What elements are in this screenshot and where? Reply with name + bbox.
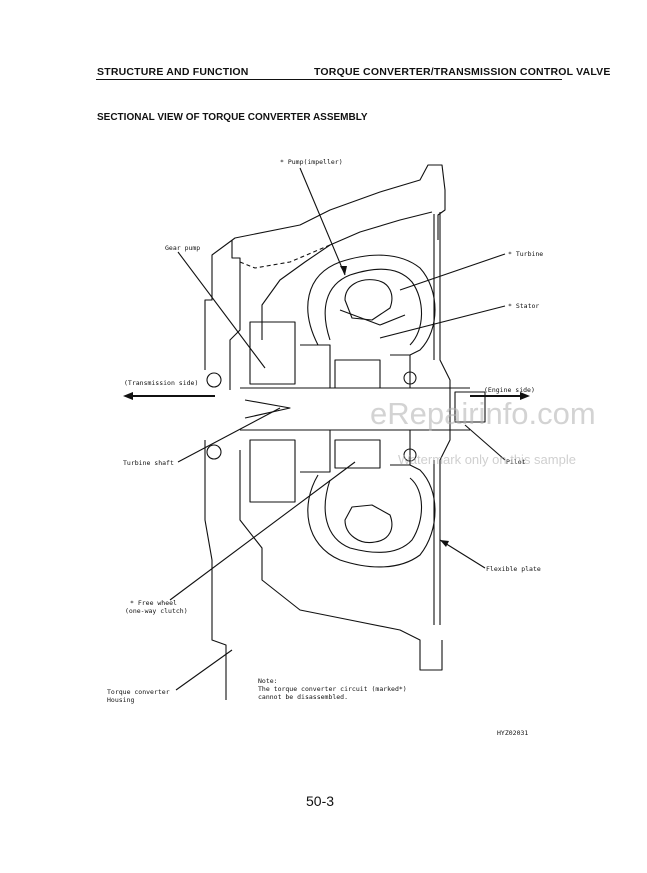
- upper-clutch: [334, 359, 381, 389]
- bearing-left-upper: [206, 372, 222, 388]
- label-housing: Housing: [107, 696, 135, 704]
- lower-clutch: [334, 439, 381, 469]
- label-flexible-plate: Flexible plate: [486, 565, 541, 573]
- watermark-sub: Watermark only on this sample: [398, 452, 576, 467]
- label-gear-pump: Gear pump: [165, 244, 201, 252]
- page-title: SECTIONAL VIEW OF TORQUE CONVERTER ASSEM…: [97, 112, 368, 123]
- header-topic-title: TORQUE CONVERTER/TRANSMISSION CONTROL VA…: [314, 66, 611, 78]
- housing-dashed: [239, 244, 331, 269]
- housing-left-wall: [229, 240, 241, 390]
- housing-upper-outline: [204, 164, 446, 370]
- lower-core: [344, 504, 393, 544]
- note-heading: Note:: [258, 677, 278, 685]
- label-turbine-shaft: Turbine shaft: [123, 459, 174, 467]
- header-rule: [96, 79, 562, 80]
- leader-gear-pump: [177, 251, 266, 369]
- leader-arrowhead-pump: [340, 266, 347, 275]
- label-torque-converter: Torque converter: [107, 688, 170, 696]
- housing-inner-upper: [261, 211, 433, 340]
- leader-housing: [175, 649, 233, 691]
- leader-turbine: [399, 253, 506, 291]
- upper-hub-block: [249, 321, 296, 385]
- header-section-title: STRUCTURE AND FUNCTION: [97, 66, 249, 78]
- figure-code: HYZ02031: [497, 729, 529, 737]
- upper-core: [344, 279, 393, 321]
- lower-plate: [300, 430, 411, 473]
- leader-turbine-shaft: [177, 407, 281, 463]
- label-free-wheel: * Free wheel: [130, 599, 177, 607]
- page-number: 50-3: [306, 793, 335, 809]
- note-line-2: cannot be disassembled.: [258, 693, 349, 701]
- watermark-main: eRepairinfo.com: [370, 396, 596, 431]
- leader-free-wheel: [169, 461, 356, 601]
- note-line-1: The torque converter circuit (marked*): [258, 685, 407, 693]
- upper-blade: [339, 309, 406, 326]
- label-one-way-clutch: (one-way clutch): [125, 607, 188, 615]
- lower-torus-inner: [324, 477, 423, 553]
- upper-torus-outer: [307, 254, 436, 356]
- shaft-taper: [244, 399, 291, 419]
- label-stator: * Stator: [508, 302, 540, 310]
- flexible-plate-line: [439, 212, 451, 625]
- lower-hub-block: [249, 439, 296, 503]
- leader-flexible-plate: [439, 539, 486, 569]
- bearing-right-lower: [403, 448, 417, 462]
- leader-stator: [379, 305, 506, 339]
- bearing-left-lower: [206, 444, 222, 460]
- upper-torus-inner: [324, 268, 423, 346]
- label-transmission-side: (Transmission side): [124, 379, 199, 387]
- bearing-right-upper: [403, 371, 417, 385]
- label-pilot: Pilot: [506, 458, 526, 466]
- label-engine-side: (Engine side): [484, 386, 535, 394]
- housing-lower-inner: [239, 450, 443, 671]
- arrow-transmission-side: [123, 392, 215, 400]
- arrow-engine-side: [470, 392, 530, 400]
- leader-arrowhead-flex: [440, 540, 449, 547]
- upper-plate: [300, 344, 411, 388]
- leader-pilot: [464, 424, 506, 461]
- label-turbine: * Turbine: [508, 250, 544, 258]
- leader-pump: [299, 167, 346, 276]
- housing-lower-outline: [204, 440, 227, 700]
- label-pump: * Pump(impeller): [280, 158, 343, 166]
- pilot-block: [454, 391, 486, 423]
